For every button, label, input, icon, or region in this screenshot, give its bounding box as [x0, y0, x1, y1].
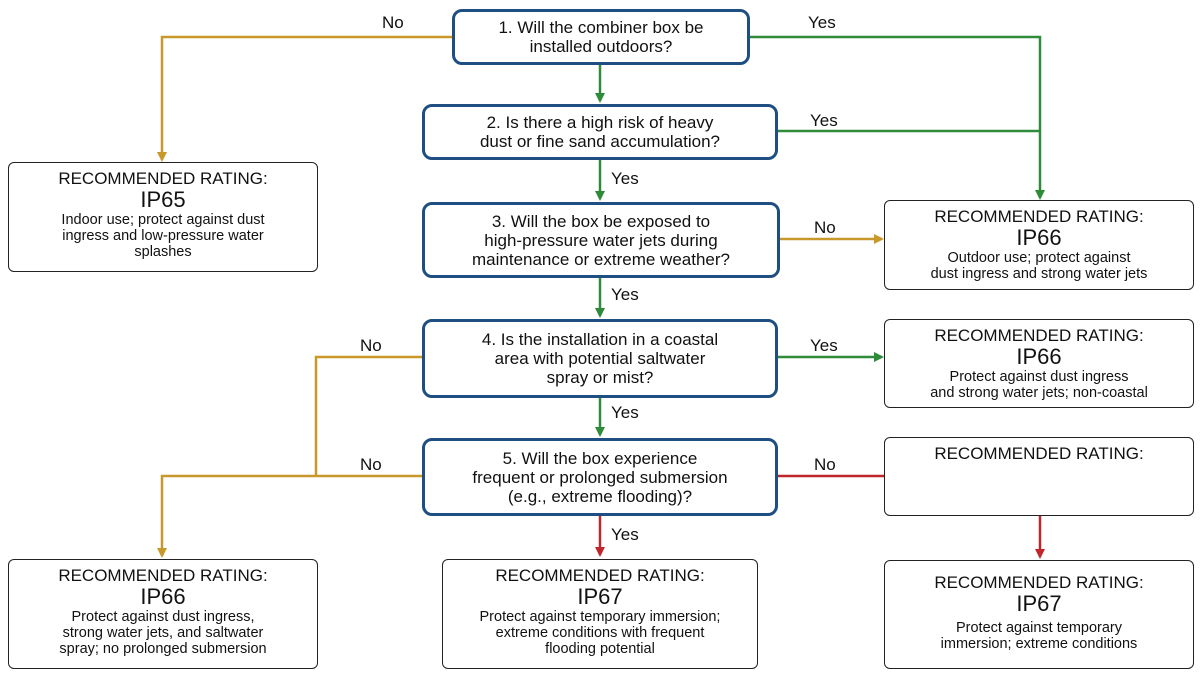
question-5: 5. Will the box experience frequent or p…: [422, 438, 778, 516]
result-ip66-saltwater: RECOMMENDED RATING: IP66 Protect against…: [8, 559, 318, 669]
result-heading: RECOMMENDED RATING:: [934, 207, 1144, 226]
result-rating: IP67: [1016, 591, 1062, 616]
edge-label-q4-yes-right: Yes: [810, 336, 838, 355]
question-3: 3. Will the box be exposed to high-press…: [422, 202, 780, 278]
result-ip66-non-coastal: RECOMMENDED RATING: IP66 Protect against…: [884, 319, 1194, 408]
result-ip67-flooding: RECOMMENDED RATING: IP67 Protect against…: [442, 559, 758, 669]
edge-label-q5-yes: Yes: [611, 525, 639, 544]
result-rating: IP66: [1016, 225, 1062, 250]
edge-label-q1-no: No: [382, 13, 404, 32]
result-description: Protect against temporary immersion; ext…: [479, 609, 721, 657]
result-description: Outdoor use; protect against dust ingres…: [930, 250, 1148, 282]
result-rating: IP66: [140, 584, 186, 609]
edge-label-q5-no-left: No: [360, 455, 382, 474]
edge-q4-no: [314, 355, 422, 476]
question-1: 1. Will the combiner box be installed ou…: [452, 9, 750, 65]
result-rating: IP65: [140, 187, 186, 212]
result-rating: IP67: [577, 584, 623, 609]
result-ip67-immersion: RECOMMENDED RATING: IP67 Protect against…: [884, 560, 1194, 669]
edge-label-q1-yes: Yes: [808, 13, 836, 32]
edge-q5-no-left: [157, 474, 422, 558]
edge-label-q2-yes-down: Yes: [611, 169, 639, 188]
result-ip66-outdoor: RECOMMENDED RATING: IP66 Outdoor use; pr…: [884, 200, 1194, 290]
edge-label-q3-yes: Yes: [611, 285, 639, 304]
result-heading: RECOMMENDED RATING:: [934, 326, 1144, 345]
edge-q1-no: [157, 35, 452, 162]
result-description: Protect against temporary immersion; ext…: [940, 620, 1138, 652]
edge-label-q4-yes-down: Yes: [611, 403, 639, 422]
result-description: Protect against dust ingress and strong …: [930, 369, 1148, 401]
result-heading: RECOMMENDED RATING:: [934, 444, 1144, 463]
result-heading: RECOMMENDED RATING:: [495, 566, 705, 585]
result-description: Protect against dust ingress, strong wat…: [59, 609, 267, 657]
edge-label-q2-yes-right: Yes: [810, 111, 838, 130]
edge-label-q3-no: No: [814, 218, 836, 237]
result-description: Indoor use; protect against dust ingress…: [61, 212, 265, 260]
edge-q1-yes: [750, 35, 1045, 200]
result-rating: IP66: [1016, 344, 1062, 369]
result-empty: RECOMMENDED RATING:: [884, 437, 1194, 516]
edge-label-q4-no: No: [360, 336, 382, 355]
result-heading: RECOMMENDED RATING:: [58, 169, 268, 188]
result-ip65-indoor: RECOMMENDED RATING: IP65 Indoor use; pro…: [8, 162, 318, 272]
edge-label-q5-no-right: No: [814, 455, 836, 474]
result-heading: RECOMMENDED RATING:: [934, 573, 1144, 592]
result-heading: RECOMMENDED RATING:: [58, 566, 268, 585]
question-2: 2. Is there a high risk of heavy dust or…: [422, 104, 778, 160]
question-4: 4. Is the installation in a coastal area…: [422, 319, 778, 398]
